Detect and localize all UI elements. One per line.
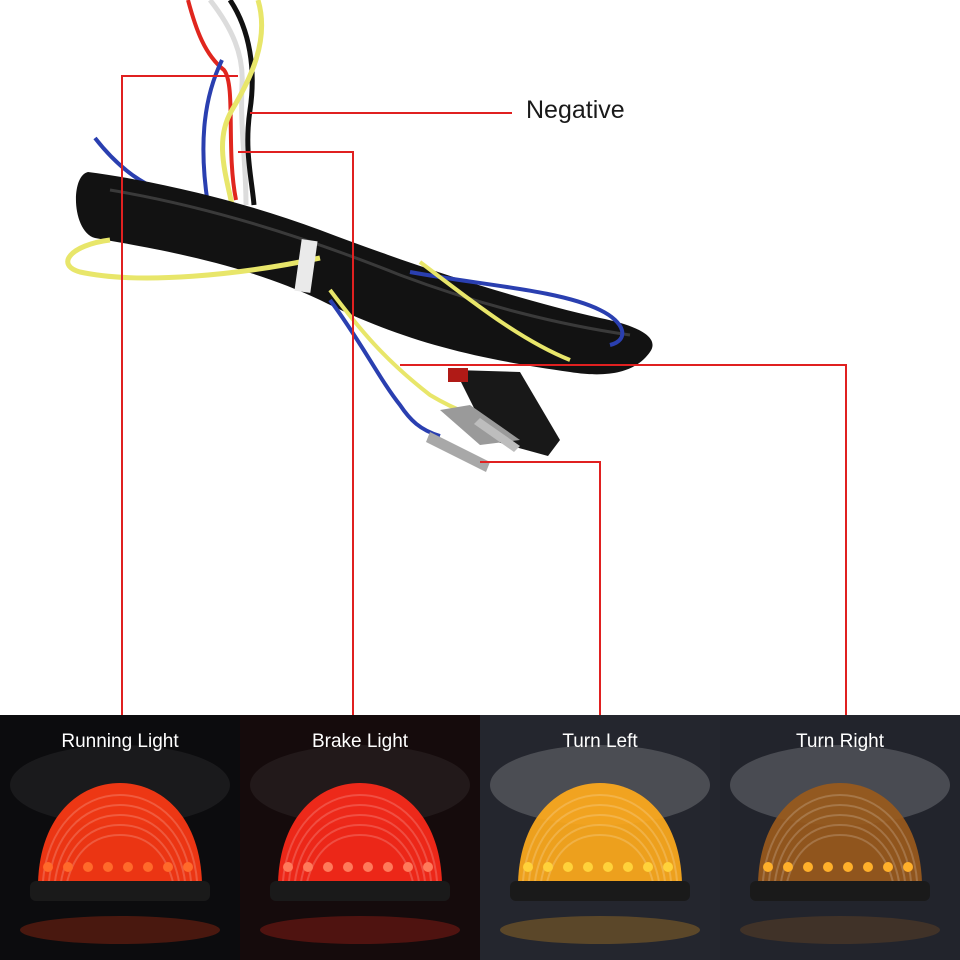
light-base	[510, 881, 690, 901]
led-dot	[663, 862, 673, 872]
wire-yellow-loop	[65, 237, 321, 281]
led-dot	[343, 862, 353, 872]
terminal-pin	[474, 418, 520, 452]
lens-rib	[527, 803, 673, 884]
led-dot	[843, 862, 853, 872]
taillight-turn-left	[490, 745, 710, 944]
led-dot	[143, 862, 153, 872]
floor-glow	[500, 916, 700, 944]
lens-rib	[59, 823, 181, 884]
panel-title: Brake Light	[311, 731, 409, 752]
leader-brake-light	[238, 151, 354, 715]
led-dot	[763, 862, 773, 872]
led-dot	[563, 862, 573, 872]
led-dot	[903, 862, 913, 872]
light-base	[30, 881, 210, 901]
led-dot	[43, 862, 53, 872]
floor-glow	[740, 916, 940, 944]
wire-white	[208, 0, 249, 206]
lens-rib	[293, 813, 427, 884]
floor-glow	[20, 916, 220, 944]
panel-title: Turn Right	[796, 731, 884, 752]
floor-glow	[260, 916, 460, 944]
leader-running-light	[121, 75, 238, 715]
led-dot	[123, 862, 133, 872]
light-base	[750, 881, 930, 901]
lens-rib	[521, 793, 679, 884]
lens-rib	[47, 803, 193, 884]
negative-label: Negative	[526, 96, 625, 124]
terminal-pin	[426, 432, 490, 472]
zip-tie	[294, 239, 318, 293]
wire-red	[186, 0, 238, 201]
lens-rib	[533, 813, 667, 884]
panel-running-light: Running Light	[0, 715, 240, 960]
led-dot	[603, 862, 613, 872]
light-base	[270, 881, 450, 901]
lens-rib	[281, 793, 439, 884]
panel-turn-right: Turn Right	[720, 715, 960, 960]
panel-title: Turn Left	[562, 731, 638, 752]
led-dot	[83, 862, 93, 872]
led-dot	[783, 862, 793, 872]
leader-turn-right	[400, 364, 847, 715]
taillight-brake	[250, 745, 470, 944]
led-dot	[363, 862, 373, 872]
led-dot	[63, 862, 73, 872]
wire-yellow-top	[220, 0, 265, 206]
led-dot	[863, 862, 873, 872]
led-dot	[643, 862, 653, 872]
panel-turn-left: Turn Left	[480, 715, 720, 960]
led-dot	[303, 862, 313, 872]
lens-dome	[758, 783, 922, 883]
lens-rib	[779, 823, 901, 884]
led-dot	[103, 862, 113, 872]
led-dot	[163, 862, 173, 872]
lens-rib	[773, 813, 907, 884]
led-dot	[403, 862, 413, 872]
leader-turn-left	[480, 461, 601, 715]
lens-rib	[539, 823, 661, 884]
led-dot	[423, 862, 433, 872]
led-dot	[883, 862, 893, 872]
lens-dome	[278, 783, 442, 883]
lens-rib	[53, 813, 187, 884]
lens-rib	[767, 803, 913, 884]
lens-rib	[299, 823, 421, 884]
led-dot	[183, 862, 193, 872]
led-dot	[523, 862, 533, 872]
panel-brake-light: Brake Light	[240, 715, 480, 960]
led-dot	[383, 862, 393, 872]
led-dot	[323, 862, 333, 872]
wire-blue-loop	[409, 270, 625, 347]
taillight-running	[10, 745, 230, 944]
lens-rib	[41, 793, 199, 884]
harness-highlight	[109, 188, 631, 337]
wire-blue-top	[201, 59, 224, 206]
led-dot	[583, 862, 593, 872]
wire-black	[227, 0, 257, 206]
led-dot	[543, 862, 553, 872]
connector-plug	[440, 368, 560, 456]
wire-blue-lower	[328, 298, 441, 438]
lens-dome	[38, 783, 202, 883]
harness-sleeve	[75, 172, 653, 375]
led-dot	[803, 862, 813, 872]
lens-dome	[518, 783, 682, 883]
taillight-turn-right	[730, 745, 950, 944]
led-dot	[623, 862, 633, 872]
wire-harness-illustration	[65, 0, 847, 715]
led-dot	[283, 862, 293, 872]
panel-title: Running Light	[61, 731, 179, 752]
lens-rib	[287, 803, 433, 884]
lens-rib	[761, 793, 919, 884]
wire-yellow-right	[418, 260, 571, 362]
led-dot	[823, 862, 833, 872]
